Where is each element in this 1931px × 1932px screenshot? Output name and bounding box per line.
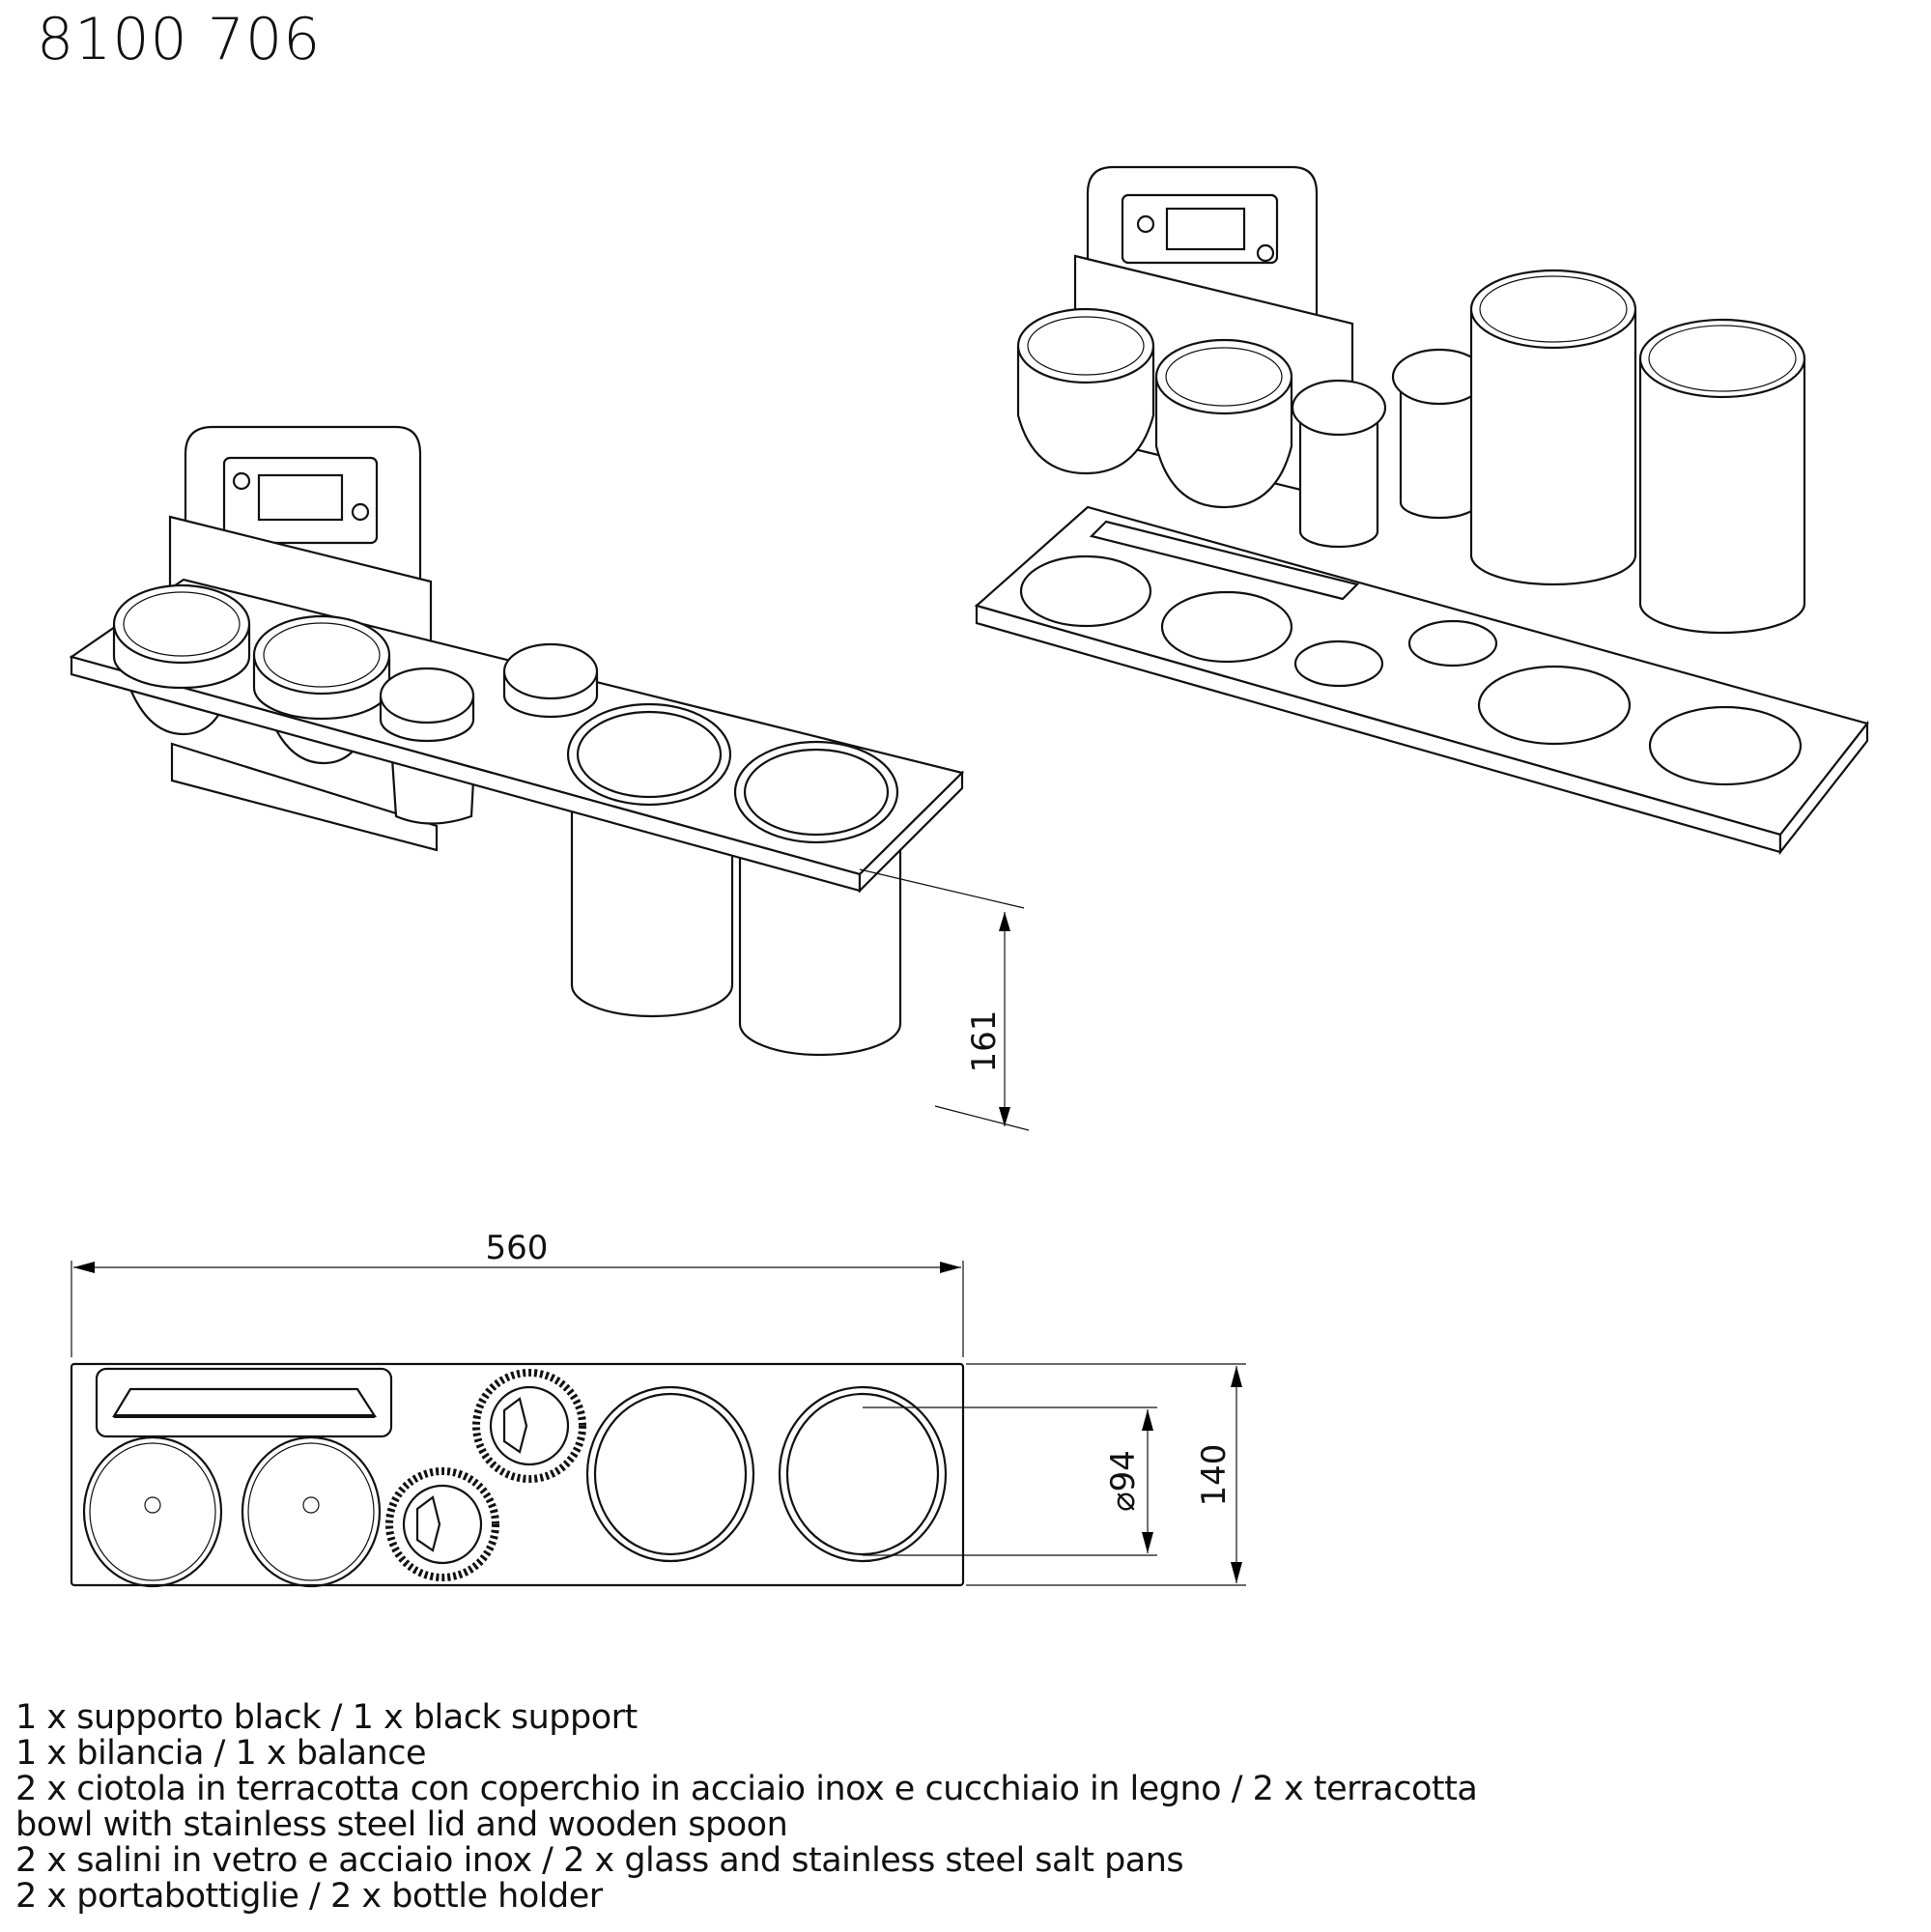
dimension-width: 560 (486, 1229, 549, 1267)
iso-view-exploded (974, 165, 1869, 856)
salt-pan-lid (379, 667, 475, 724)
parts-list-item: 1 x supporto black / 1 x black support (15, 1698, 638, 1737)
dimension-hole-diameter: ⌀94 (1104, 1450, 1143, 1512)
bowl-lid (112, 583, 251, 665)
balance-top (95, 1367, 393, 1438)
parts-list-item: 2 x ciotola in terracotta con coperchio … (15, 1770, 1478, 1808)
parts-list: 1 x supporto black / 1 x black support 1… (15, 1698, 1478, 1916)
plate-hole (1648, 705, 1803, 786)
plate-outline (70, 1362, 965, 1587)
plate-hole (1160, 590, 1293, 664)
parts-list-item: bowl with stainless steel lid and wooden… (15, 1805, 788, 1844)
parts-list-item: 1 x bilancia / 1 x balance (15, 1734, 427, 1773)
iso-view-assembled: 161 (69, 425, 1030, 1131)
dimension-depth: 140 (1195, 1444, 1234, 1507)
product-code: 8100 706 (37, 6, 322, 73)
plate-hole (1407, 619, 1498, 668)
bowl-lid (252, 614, 391, 696)
parts-list-item: 2 x portabottiglie / 2 x bottle holder (15, 1877, 603, 1916)
salt-pan-lid (502, 642, 599, 700)
support-bracket (170, 742, 439, 852)
plate-hole (1293, 639, 1384, 688)
plate-hole (1019, 554, 1152, 628)
top-view: 560 140 ⌀94 (70, 1229, 1246, 1588)
parts-list-item: 2 x salini in vetro e acciaio inox / 2 x… (15, 1841, 1184, 1880)
dimension-height: 161 (965, 1010, 1004, 1073)
plate-hole (1477, 665, 1632, 746)
